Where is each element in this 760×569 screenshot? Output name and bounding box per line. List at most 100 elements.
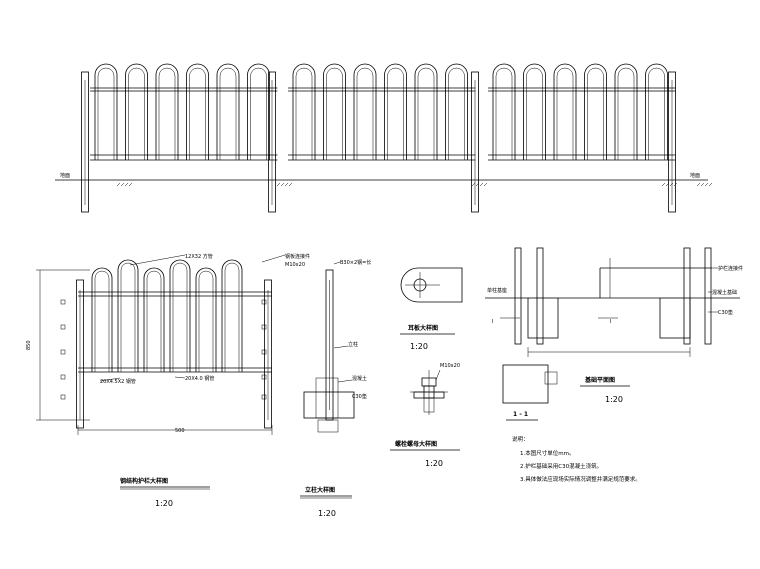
left-top-label: 单柱基座 (487, 287, 507, 294)
post-detail-title: 立柱大样图 (305, 486, 335, 494)
foundation-post (704, 247, 712, 345)
post-label: 立柱 (348, 341, 358, 348)
marker (60, 349, 66, 355)
concrete-label: 混凝土 (352, 375, 367, 382)
detail-picket (221, 259, 243, 372)
rail-size-label-1: 20X4.5X2 钢管 (100, 378, 136, 385)
bolt-detail-title: 螺栓螺母大样图 (395, 440, 437, 448)
leader (261, 254, 286, 263)
picket-arch (445, 63, 468, 160)
leader (337, 379, 353, 383)
ground-hatch (700, 182, 705, 187)
picket-arch (216, 63, 240, 160)
picket-arch (292, 63, 316, 160)
post (471, 71, 479, 213)
picket-arch (247, 63, 270, 160)
rail-size-label-2: 20X4.0 钢管 (185, 375, 214, 382)
bolt-size-label: M10x20 (440, 363, 460, 369)
marker (261, 394, 267, 400)
post-foundation-inner (315, 377, 339, 419)
dim-height-label: 850 (26, 340, 32, 350)
notes-heading: 说明： (512, 435, 529, 443)
ground-hatch (471, 182, 476, 187)
ground-hatch (483, 182, 488, 187)
picket-arch (155, 63, 179, 160)
ground-hatch (284, 182, 289, 187)
ground-hatch (276, 182, 281, 187)
detail-picket-inner (146, 270, 162, 372)
marker (261, 349, 267, 355)
leader (333, 345, 349, 349)
picket-arch (414, 63, 438, 160)
c30-right-label: C30垫 (718, 309, 733, 316)
ground-label-left: 地面 (60, 172, 70, 179)
picket-arch-inner (648, 67, 665, 160)
picket-arch-inner (326, 67, 343, 160)
ground-hatch (120, 182, 125, 187)
marker (261, 374, 267, 380)
section-1-1-title: 1 - 1 (513, 411, 528, 418)
section-block (502, 364, 549, 404)
ground-hatch (661, 182, 666, 187)
picket-arch-inner (417, 67, 435, 160)
detail-picket (169, 259, 191, 372)
detail-picket-inner (224, 262, 240, 372)
picket-arch-inner (448, 67, 465, 160)
post-detail-scale: 1:20 (318, 509, 336, 518)
picket-arch-inner (387, 67, 404, 160)
leader (99, 377, 121, 382)
fence-detail-title: 钢结构护栏大样图 (120, 477, 168, 485)
post (268, 71, 276, 213)
picket-arch-inner (128, 67, 145, 160)
post-base-plate (317, 419, 339, 433)
marker (261, 324, 267, 330)
picket-arch-inner (97, 67, 115, 160)
section-mark-right: I (610, 319, 611, 325)
picket-arch-inner (587, 67, 604, 160)
foundation-plan-scale: 1:20 (605, 395, 623, 404)
foundation-post (683, 247, 691, 345)
picket-arch (353, 63, 377, 160)
fence-detail-scale: 1:20 (155, 499, 173, 508)
picket-arch (323, 63, 346, 160)
detail-picket-inner (94, 270, 110, 372)
ground-hatch (696, 182, 701, 187)
post-foundation (303, 391, 355, 419)
foundation-pad (527, 297, 559, 339)
marker (60, 299, 66, 305)
section-1-1-drawing (502, 364, 558, 404)
marker (60, 394, 66, 400)
picket-arch (614, 63, 638, 160)
picket-arch-inner (356, 67, 374, 160)
picket-arch-inner (250, 67, 267, 160)
detail-picket (91, 267, 113, 372)
picket-arch (384, 63, 407, 160)
picket-arch-inner (617, 67, 635, 160)
fence-detail-drawing (36, 254, 286, 435)
ground-hatch (669, 182, 674, 187)
picket-arch (584, 63, 607, 160)
foundation-plan-drawing (485, 247, 740, 357)
detail-picket (117, 259, 139, 372)
post (668, 71, 676, 213)
marker (261, 299, 267, 305)
picket-arch-inner (556, 67, 574, 160)
detail-picket (195, 267, 217, 372)
picket-arch-inner (495, 67, 513, 160)
foundation-post (514, 247, 522, 345)
picket-arch (125, 63, 148, 160)
picket-arch (492, 63, 516, 160)
rail-tube-label: 12X32 方管 (185, 253, 213, 260)
note-item-3: 3.具体做法应现场实际情况调整并满足规范要求。 (520, 475, 641, 483)
ear-plate-outline (400, 267, 463, 303)
foundation-post (536, 247, 544, 345)
ground-hatch (708, 182, 713, 187)
picket-arch (645, 63, 668, 160)
section-mark-left: I (492, 319, 493, 325)
detail-steel-label: B30×2钢=长 (340, 259, 371, 266)
picket-arch-inner (219, 67, 237, 160)
foundation-plan-title: 基础平面图 (584, 376, 615, 384)
ground-hatch (479, 182, 484, 187)
section-cap (544, 371, 558, 385)
